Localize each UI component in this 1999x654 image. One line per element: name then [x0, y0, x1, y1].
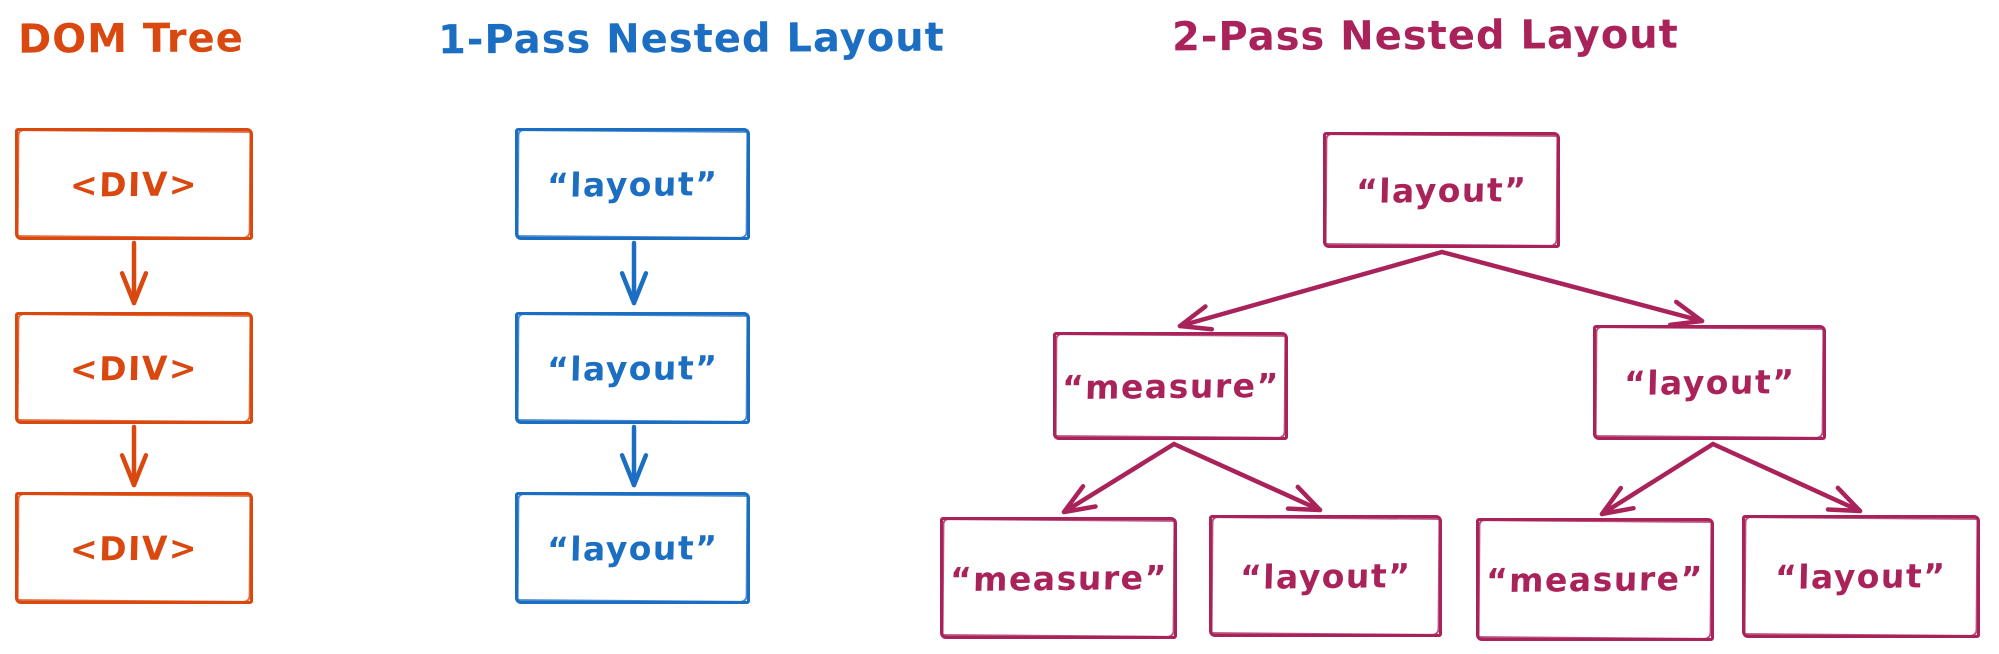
arrow-layout-to-leaf-layout — [1710, 441, 1863, 514]
two-pass-leaf-layout-1: “layout” — [1209, 515, 1442, 637]
arrow-measure-to-leaf-layout — [1171, 441, 1323, 513]
one-pass-node-3: “layout” — [515, 492, 750, 604]
arrow-root-to-layout — [1439, 249, 1705, 324]
one-pass-node-1-label: “layout” — [546, 163, 719, 205]
two-pass-leaf-measure-2: “measure” — [1476, 518, 1714, 641]
arrow-one-2-3-head — [619, 453, 649, 488]
arrow-measure-to-leaf-layout-head — [1285, 484, 1323, 513]
arrow-measure-to-leaf-measure-head — [1061, 484, 1098, 515]
one-pass-title: 1-Pass Nested Layout — [437, 14, 945, 64]
dom-tree-title: DOM Tree — [17, 15, 244, 63]
two-pass-leaf-measure-1-label: “measure” — [949, 557, 1168, 599]
arrow-root-to-measure-head — [1177, 304, 1215, 332]
arrow-layout-to-leaf-layout-head — [1825, 485, 1863, 514]
arrow-layout-to-leaf-measure — [1599, 441, 1716, 517]
two-pass-child-measure: “measure” — [1053, 332, 1288, 440]
two-pass-child-layout-label: “layout” — [1623, 362, 1796, 403]
two-pass-leaf-measure-1: “measure” — [940, 517, 1177, 639]
dom-node-2-label: <DIV> — [69, 347, 199, 389]
one-pass-node-2: “layout” — [515, 312, 750, 424]
arrow-one-1-2-head — [619, 271, 649, 306]
arrow-root-to-measure — [1177, 249, 1445, 329]
dom-node-3-label: <DIV> — [69, 527, 199, 569]
dom-node-1: <DIV> — [15, 128, 253, 240]
two-pass-title: 2-Pass Nested Layout — [1171, 11, 1679, 61]
arrow-measure-to-leaf-measure — [1061, 441, 1177, 515]
one-pass-node-1: “layout” — [515, 128, 750, 240]
arrow-root-to-layout-head — [1667, 299, 1705, 328]
dom-node-3: <DIV> — [15, 492, 253, 604]
arrow-dom-1-2-head — [119, 271, 149, 306]
two-pass-leaf-layout-2-label: “layout” — [1774, 556, 1948, 597]
two-pass-child-layout: “layout” — [1593, 325, 1826, 440]
two-pass-leaf-measure-2-label: “measure” — [1485, 558, 1705, 601]
two-pass-root-label: “layout” — [1355, 169, 1528, 211]
two-pass-child-measure-label: “measure” — [1061, 365, 1280, 407]
two-pass-root: “layout” — [1323, 132, 1560, 248]
one-pass-node-2-label: “layout” — [546, 347, 719, 389]
two-pass-leaf-layout-1-label: “layout” — [1239, 555, 1412, 597]
one-pass-node-3-label: “layout” — [546, 527, 719, 569]
two-pass-leaf-layout-2: “layout” — [1742, 515, 1980, 638]
dom-node-2: <DIV> — [15, 312, 253, 424]
arrow-dom-2-3-head — [119, 453, 149, 488]
dom-node-1-label: <DIV> — [69, 163, 199, 205]
arrow-layout-to-leaf-measure-head — [1599, 485, 1636, 517]
